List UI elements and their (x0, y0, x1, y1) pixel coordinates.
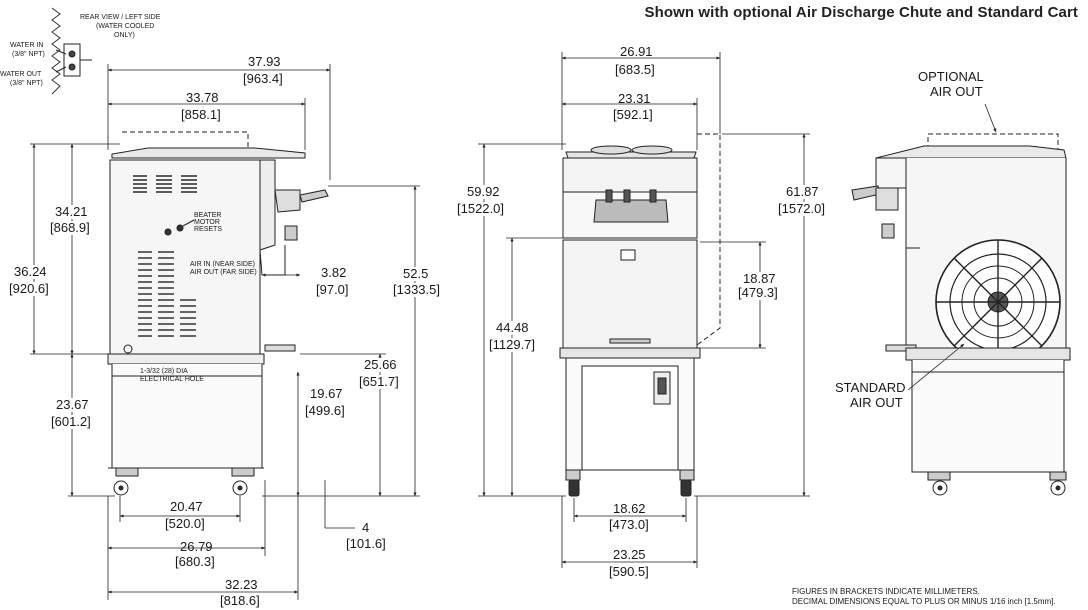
dim-chute-height-mm: [1572.0] (778, 201, 825, 216)
water-in-label: WATER IN (10, 42, 44, 49)
drawing-title: Shown with optional Air Discharge Chute … (644, 4, 1078, 21)
dim-cart-width-in: 23.25 (613, 547, 646, 562)
dim-cart-height-in: 23.67 (56, 397, 89, 412)
dim-overall-depth-in: 37.93 (248, 54, 281, 69)
dim-caster-width-in: 18.62 (613, 501, 646, 516)
electrical-hole-label-2: ELECTRICAL HOLE (140, 376, 204, 383)
electrical-hole-label-1: 1-3/32 (28) DIA (140, 368, 188, 375)
optional-air-out-label-1: OPTIONAL (918, 69, 984, 84)
rear-view-inset (51, 7, 92, 95)
beater-label-1: BEATER (194, 212, 222, 219)
dim-cart-depth-mm: [680.3] (175, 554, 215, 569)
reset-button-1 (164, 228, 172, 236)
dim-cart-height-mm: [601.2] (51, 414, 91, 429)
dim-overall-height-mm: [1522.0] (457, 201, 504, 216)
right-view-machine (851, 103, 1071, 496)
dim-tray-extension-in: 4 (362, 520, 370, 535)
dim-machine-height-in: 36.24 (14, 264, 47, 279)
dim-body-depth-mm: [858.1] (181, 107, 221, 122)
optional-air-out-label-2: AIR OUT (930, 84, 983, 99)
water-out-label: WATER OUT (0, 71, 42, 78)
side-view-machine (107, 131, 329, 496)
dim-drip-height-in: 19.67 (310, 386, 343, 401)
dim-caster-width-mm: [473.0] (609, 517, 649, 532)
dim-caster-spacing-in: 20.47 (170, 499, 203, 514)
front-view-machine (559, 133, 721, 497)
dim-body-width-mm: [592.1] (613, 107, 653, 122)
dim-overall-height-in: 59.92 (467, 184, 500, 199)
rear-view-caption-1: REAR VIEW / LEFT SIDE (80, 14, 161, 21)
dim-overall-width-in: 26.91 (620, 44, 653, 59)
standard-air-out-label-2: AIR OUT (850, 395, 903, 410)
dim-upper-height-mm: [868.9] (50, 220, 90, 235)
reset-button-2 (176, 224, 184, 232)
dim-upper-height-in: 34.21 (55, 204, 88, 219)
water-out-port (68, 63, 76, 71)
dim-spout-offset-in: 3.82 (321, 265, 347, 280)
side-view-dimensions (30, 64, 420, 600)
dim-drip-height-mm: [499.6] (305, 403, 345, 418)
dim-tray-height-in: 25.66 (364, 357, 397, 372)
dim-spout-height-mm: [1333.5] (393, 282, 440, 297)
dim-tray-height-mm: [651.7] (359, 374, 399, 389)
footer-line-1: FIGURES IN BRACKETS INDICATE MILLIMETERS… (792, 587, 980, 596)
dim-chute-height-in: 61.87 (786, 184, 819, 199)
dim-door-height-mm: [1129.7] (489, 337, 536, 352)
dim-tray-extension-mm: [101.6] (346, 536, 386, 551)
dim-lower-height-in: 18.87 (743, 271, 776, 286)
beater-label-2: MOTOR (194, 219, 220, 226)
dim-door-height-in: 44.48 (496, 320, 529, 335)
front-view-dimensions (478, 52, 810, 568)
water-in-port (68, 50, 76, 58)
dim-overall-depth-mm: [963.4] (243, 71, 283, 86)
dim-machine-height-mm: [920.6] (9, 281, 49, 296)
dim-caster-spacing-mm: [520.0] (165, 516, 205, 531)
dim-spout-offset-mm: [97.0] (316, 282, 349, 297)
water-out-size: (3/8" NPT) (10, 80, 43, 87)
standard-air-out-label-1: STANDARD (835, 380, 906, 395)
dim-overall-width-mm: [683.5] (615, 62, 655, 77)
dim-overall-base-mm: [818.6] (220, 593, 260, 608)
rear-view-caption-3: ONLY) (114, 32, 135, 39)
footer-note: FIGURES IN BRACKETS INDICATE MILLIMETERS… (792, 587, 1056, 607)
dim-spout-height-in: 52.5 (403, 266, 429, 281)
dim-body-width-in: 23.31 (618, 91, 651, 106)
beater-label-3: RESETS (194, 226, 223, 233)
dim-cart-width-mm: [590.5] (609, 564, 649, 579)
dim-overall-base-in: 32.23 (225, 577, 258, 592)
dim-cart-depth-in: 26.79 (180, 539, 213, 554)
air-out-label: AIR OUT (FAR SIDE) (190, 269, 257, 277)
dim-lower-height-mm: [479.3] (738, 285, 778, 300)
water-in-size: (3/8" NPT) (12, 51, 45, 58)
footer-line-2: DECIMAL DIMENSIONS EQUAL TO PLUS OR MINU… (792, 597, 1056, 606)
rear-view-caption-2: (WATER COOLED (96, 23, 155, 30)
air-in-label: AIR IN (NEAR SIDE) (190, 261, 255, 269)
dim-body-depth-in: 33.78 (186, 90, 219, 105)
